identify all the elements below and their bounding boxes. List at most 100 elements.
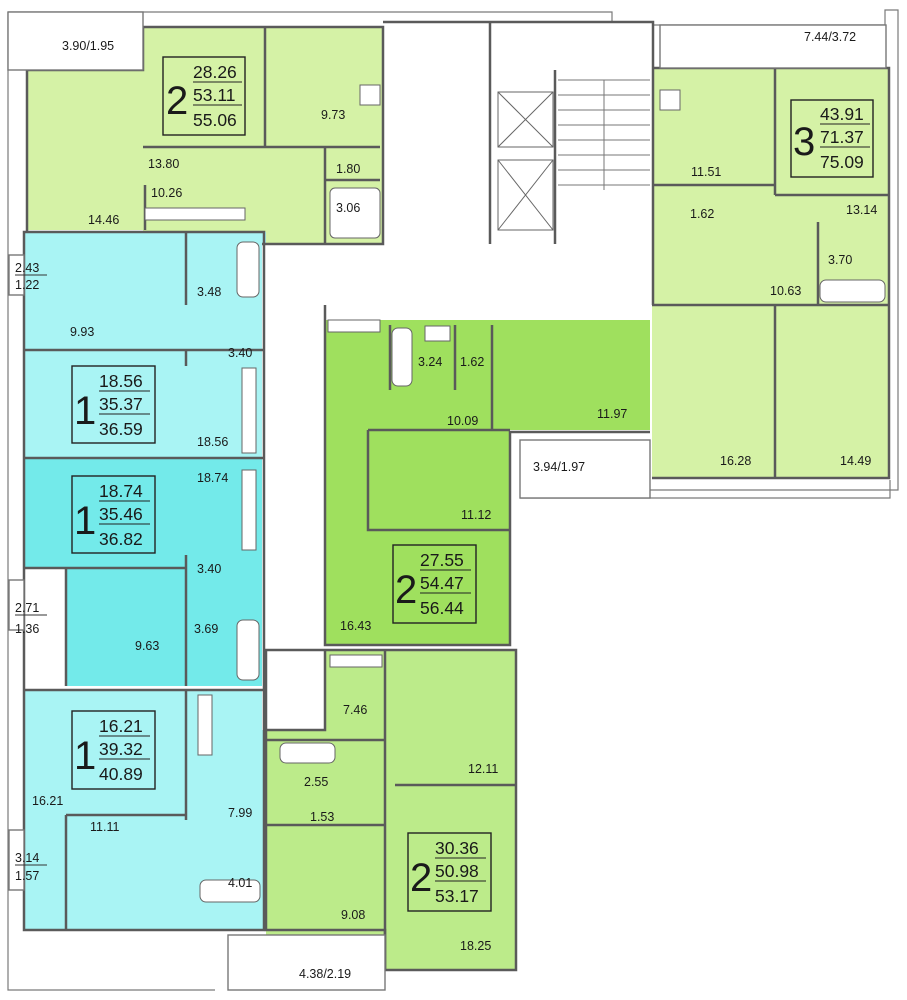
apartment-badge: 1 18.56 35.37 36.59 bbox=[71, 365, 156, 444]
balcony-middle bbox=[519, 439, 651, 499]
apartment-living-area: 30.36 bbox=[435, 838, 479, 858]
apartment-living-area: 16.21 bbox=[99, 716, 143, 736]
room-area-label: 1.53 bbox=[310, 810, 334, 824]
stairs bbox=[558, 79, 650, 190]
apartment-middle bbox=[325, 420, 510, 645]
room-area-label: 3.48 bbox=[197, 285, 221, 299]
radiators bbox=[144, 207, 383, 756]
balcony-area-labels: 3.90/1.95 7.44/3.72 2.43 1.22 3.94/1.97 … bbox=[15, 30, 856, 981]
balcony-area-label: 1.36 bbox=[15, 622, 39, 636]
room-area-label: 9.73 bbox=[321, 108, 345, 122]
room-area-label: 1.62 bbox=[460, 355, 484, 369]
apartment-rooms: 1 bbox=[74, 734, 96, 778]
balcony-area-label: 1.57 bbox=[15, 869, 39, 883]
apartment-total-area: 54.47 bbox=[420, 573, 464, 593]
apartment-left-1-top-kitchen bbox=[24, 232, 266, 350]
balcony-area-label: 4.38/2.19 bbox=[299, 967, 351, 981]
room-area-label: 11.11 bbox=[90, 820, 119, 834]
apartment-living-area: 27.55 bbox=[420, 550, 464, 570]
balcony-top-right bbox=[659, 24, 887, 69]
apartment-badge: 2 28.26 53.11 55.06 bbox=[162, 56, 246, 136]
apartment-rooms: 2 bbox=[166, 79, 188, 123]
room-area-label: 3.70 bbox=[828, 253, 852, 267]
apartment-living-area: 28.26 bbox=[193, 62, 237, 82]
room-area-label: 13.80 bbox=[148, 157, 179, 171]
apartment-total-balcony-area: 56.44 bbox=[420, 598, 464, 618]
room-area-label: 3.06 bbox=[336, 201, 360, 215]
apartment-living-area: 43.91 bbox=[820, 104, 864, 124]
apartment-badge: 1 18.74 35.46 36.82 bbox=[71, 475, 156, 554]
room-area-label: 4.01 bbox=[228, 876, 252, 890]
room-area-label: 10.63 bbox=[770, 284, 801, 298]
apartment-total-area: 35.37 bbox=[99, 394, 143, 414]
room-area-label: 16.43 bbox=[340, 619, 371, 633]
room-area-label: 11.51 bbox=[691, 165, 721, 179]
room-area-label: 3.69 bbox=[194, 622, 218, 636]
apartment-total-area: 50.98 bbox=[435, 861, 479, 881]
apartment-total-balcony-area: 53.17 bbox=[435, 886, 479, 906]
room-area-label: 9.08 bbox=[341, 908, 365, 922]
room-area-label: 3.40 bbox=[197, 562, 221, 576]
apartment-badge: 3 43.91 71.37 75.09 bbox=[790, 99, 874, 178]
apartment-top-right bbox=[652, 68, 889, 478]
room-area-label: 10.26 bbox=[151, 186, 182, 200]
room-area-label: 11.12 bbox=[461, 508, 491, 522]
balcony-area-label: 3.14 bbox=[15, 851, 39, 865]
apartment-total-area: 39.32 bbox=[99, 739, 143, 759]
apartment-rooms: 2 bbox=[395, 568, 417, 612]
walls bbox=[22, 20, 891, 972]
room-area-label: 2.55 bbox=[304, 775, 328, 789]
apartment-total-balcony-area: 75.09 bbox=[820, 152, 864, 172]
balcony-area-label: 2.43 bbox=[15, 261, 39, 275]
room-area-labels: 13.80 14.46 10.26 9.73 1.80 3.06 11.51 1… bbox=[32, 108, 877, 953]
apartment-rooms: 3 bbox=[793, 120, 815, 164]
apartment-total-balcony-area: 40.89 bbox=[99, 764, 143, 784]
apartment-total-balcony-area: 36.59 bbox=[99, 419, 143, 439]
apartment-total-area: 35.46 bbox=[99, 504, 143, 524]
apartment-rooms: 1 bbox=[74, 499, 96, 543]
apartment-total-balcony-area: 55.06 bbox=[193, 110, 237, 130]
room-area-label: 14.49 bbox=[840, 454, 871, 468]
balcony-area-label: 1.22 bbox=[15, 278, 39, 292]
room-area-label: 11.97 bbox=[597, 407, 627, 421]
balconies bbox=[7, 11, 887, 991]
room-area-label: 3.40 bbox=[228, 346, 252, 360]
apartment-badge: 1 16.21 39.32 40.89 bbox=[71, 710, 156, 790]
apartment-total-area: 71.37 bbox=[820, 127, 864, 147]
balcony-area-label: 7.44/3.72 bbox=[804, 30, 856, 44]
room-area-label: 3.24 bbox=[418, 355, 442, 369]
balcony-area-label: 2.71 bbox=[15, 601, 39, 615]
apartment-rooms: 1 bbox=[74, 389, 96, 433]
room-area-label: 14.46 bbox=[88, 213, 119, 227]
room-area-label: 7.46 bbox=[343, 703, 367, 717]
room-area-label: 12.11 bbox=[468, 762, 498, 776]
apartment-living-area: 18.74 bbox=[99, 481, 143, 501]
room-area-label: 16.21 bbox=[32, 794, 63, 808]
apartment-badge: 2 30.36 50.98 53.17 bbox=[407, 832, 492, 912]
balcony-area-label: 3.94/1.97 bbox=[533, 460, 585, 474]
balcony-top-left bbox=[7, 11, 144, 71]
bathroom-fixtures bbox=[199, 84, 886, 903]
elevators bbox=[497, 91, 554, 231]
apartment-total-balcony-area: 36.82 bbox=[99, 529, 143, 549]
apartment-left-1 bbox=[24, 350, 264, 458]
room-area-label: 9.63 bbox=[135, 639, 159, 653]
apartment-total-area: 53.11 bbox=[193, 85, 236, 105]
apartment-living-area: 18.56 bbox=[99, 371, 143, 391]
apartment-middle-kitchen bbox=[325, 320, 650, 430]
balcony-bottom bbox=[227, 934, 386, 991]
balcony-left-2 bbox=[8, 579, 25, 631]
room-area-label: 1.62 bbox=[690, 207, 714, 221]
apartment-rooms: 2 bbox=[410, 856, 432, 900]
room-area-label: 18.56 bbox=[197, 435, 228, 449]
apartment-badge: 2 27.55 54.47 56.44 bbox=[392, 544, 477, 624]
room-area-label: 10.09 bbox=[447, 414, 478, 428]
room-area-label: 1.80 bbox=[336, 162, 360, 176]
corridor bbox=[262, 244, 650, 730]
room-area-label: 9.93 bbox=[70, 325, 94, 339]
room-area-label: 13.14 bbox=[846, 203, 877, 217]
room-area-label: 18.74 bbox=[197, 471, 228, 485]
balcony-area-label: 3.90/1.95 bbox=[62, 39, 114, 53]
balcony-left-3 bbox=[8, 829, 25, 891]
room-area-label: 18.25 bbox=[460, 939, 491, 953]
